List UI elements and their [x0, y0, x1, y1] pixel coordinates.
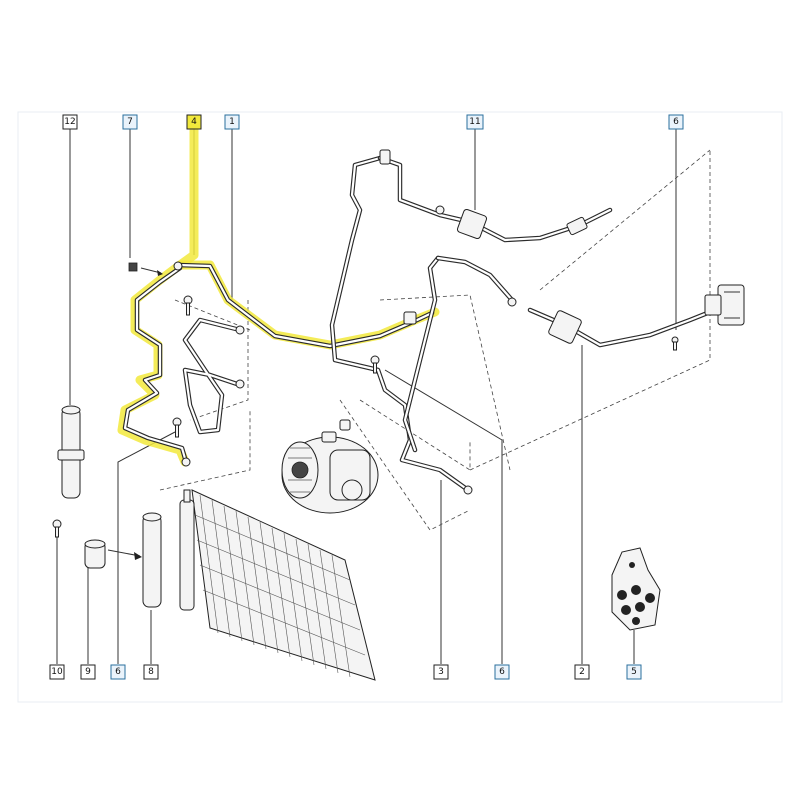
callout-7[interactable]: 7 — [122, 114, 138, 130]
svg-text:6: 6 — [115, 667, 121, 677]
svg-text:12: 12 — [64, 117, 75, 127]
svg-text:9: 9 — [85, 667, 91, 677]
pipe-fittings — [173, 149, 588, 495]
callout-2[interactable]: 2 — [574, 664, 590, 680]
condenser[interactable] — [179, 489, 376, 681]
callout-8[interactable]: 8 — [143, 664, 159, 680]
svg-text:8: 8 — [148, 667, 154, 677]
refrigerant-pipes — [122, 155, 718, 493]
callout-6-top[interactable]: 6 — [668, 114, 684, 130]
assembly-guides — [159, 149, 711, 531]
svg-text:6: 6 — [499, 667, 505, 677]
svg-text:6: 6 — [673, 117, 679, 127]
callout-6-bottom-left[interactable]: 6 — [110, 664, 126, 680]
svg-text:2: 2 — [579, 667, 585, 677]
svg-text:11: 11 — [469, 117, 480, 127]
compressor[interactable] — [281, 419, 379, 514]
callout-3[interactable]: 3 — [433, 664, 449, 680]
expansion-valve[interactable] — [704, 284, 745, 326]
highlighted-pipe-4[interactable] — [117, 121, 440, 467]
svg-text:3: 3 — [438, 667, 444, 677]
bolts — [52, 262, 679, 538]
svg-text:5: 5 — [631, 667, 637, 677]
frame — [17, 111, 783, 703]
seal-kit-5[interactable] — [611, 547, 661, 631]
callout-1[interactable]: 1 — [224, 114, 240, 130]
callout-10[interactable]: 10 — [49, 664, 65, 680]
callout-6-bottom-mid[interactable]: 6 — [494, 664, 510, 680]
callout-4[interactable]: 4 — [186, 114, 202, 130]
callouts: 12 7 4 1 11 6 10 9 — [49, 114, 684, 680]
callout-11[interactable]: 11 — [466, 114, 484, 130]
svg-text:10: 10 — [51, 667, 63, 677]
callout-9[interactable]: 9 — [80, 664, 96, 680]
receiver-drier-12[interactable] — [57, 405, 85, 499]
callout-12[interactable]: 12 — [62, 114, 78, 130]
svg-text:4: 4 — [191, 117, 197, 127]
callout-5[interactable]: 5 — [626, 664, 642, 680]
svg-text:7: 7 — [127, 117, 133, 127]
receiver-drier-8[interactable] — [142, 512, 162, 608]
bracket-9[interactable] — [84, 539, 142, 569]
svg-text:1: 1 — [229, 117, 235, 127]
